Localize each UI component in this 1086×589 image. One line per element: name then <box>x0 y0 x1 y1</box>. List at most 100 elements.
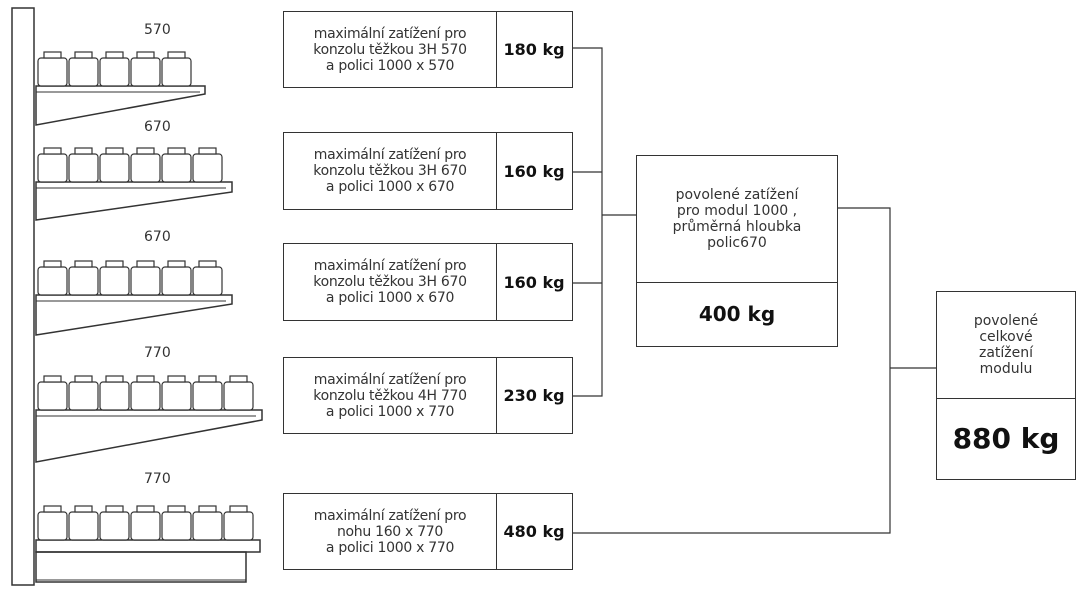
shelf-depth-label-1: 570 <box>144 22 171 38</box>
module-load-value: 400 kg <box>698 302 776 326</box>
jar-lid-icon <box>43 147 62 155</box>
module-load-label: povolené zatížení pro modul 1000 , průmě… <box>637 156 837 283</box>
jar-lid-icon <box>43 505 62 513</box>
load-box-shelf-3: maximální zatížení pro konzolu těžkou 3H… <box>283 243 573 321</box>
shelf-1 <box>35 51 206 126</box>
module-load-box: povolené zatížení pro modul 1000 , průmě… <box>636 155 838 347</box>
jar-icon <box>161 381 192 411</box>
jar-lid-icon <box>229 375 248 383</box>
shelf-2 <box>35 147 233 221</box>
load-box-shelf-4: maximální zatížení pro konzolu těžkou 4H… <box>283 357 573 434</box>
shelf-3-products <box>37 260 223 296</box>
load-value: 230 kg <box>503 386 565 405</box>
jar-lid-icon <box>167 375 186 383</box>
load-description: maximální zatížení pro konzolu těžkou 3H… <box>284 244 497 320</box>
jar-icon <box>223 511 254 541</box>
jar-icon <box>37 57 68 87</box>
load-value: 160 kg <box>503 161 565 181</box>
jar-icon <box>192 381 223 411</box>
jar-icon <box>68 511 99 541</box>
jar-lid-icon <box>43 375 62 383</box>
jar-icon <box>192 511 223 541</box>
shelf-2-products <box>37 147 223 183</box>
jar-lid-icon <box>74 147 93 155</box>
shelf-1-products <box>37 51 192 87</box>
jar-icon <box>161 266 192 296</box>
jar-icon <box>99 511 130 541</box>
shelf-3 <box>35 260 233 336</box>
jar-lid-icon <box>105 147 124 155</box>
jar-icon <box>37 266 68 296</box>
jar-icon <box>99 153 130 183</box>
jar-lid-icon <box>198 147 217 155</box>
jar-icon <box>68 57 99 87</box>
load-description: maximální zatížení pro konzolu těžkou 3H… <box>284 133 497 209</box>
jar-icon <box>161 57 192 87</box>
shelf-depth-label-3: 670 <box>144 229 171 245</box>
load-description: maximální zatížení pro konzolu těžkou 3H… <box>284 12 497 87</box>
jar-lid-icon <box>74 375 93 383</box>
jar-icon <box>99 381 130 411</box>
load-box-shelf-2: maximální zatížení pro konzolu těžkou 3H… <box>283 132 573 210</box>
jar-icon <box>99 266 130 296</box>
jar-lid-icon <box>136 147 155 155</box>
jar-lid-icon <box>198 505 217 513</box>
load-value: 480 kg <box>503 522 565 541</box>
jar-lid-icon <box>167 260 186 268</box>
load-box-shelf-1: maximální zatížení pro konzolu těžkou 3H… <box>283 11 573 88</box>
jar-icon <box>130 266 161 296</box>
total-load-label: povolené celkové zatížení modulu <box>937 292 1075 399</box>
jar-icon <box>223 381 254 411</box>
jar-lid-icon <box>43 51 62 59</box>
jar-lid-icon <box>105 260 124 268</box>
load-box-base: maximální zatížení pro nohu 160 x 770 a … <box>283 493 573 570</box>
total-load-box: povolené celkové zatížení modulu 880 kg <box>936 291 1076 480</box>
jar-icon <box>130 381 161 411</box>
shelf-depth-label-2: 670 <box>144 119 171 135</box>
jar-lid-icon <box>136 375 155 383</box>
jar-icon <box>192 153 223 183</box>
jar-lid-icon <box>136 51 155 59</box>
jar-lid-icon <box>167 505 186 513</box>
jar-lid-icon <box>105 51 124 59</box>
connector-lines <box>573 47 936 534</box>
load-value: 180 kg <box>503 40 565 59</box>
jar-icon <box>68 266 99 296</box>
shelf-5-products <box>37 505 254 541</box>
jar-lid-icon <box>43 260 62 268</box>
jar-icon <box>37 153 68 183</box>
shelf-depth-label-4: 770 <box>144 345 171 361</box>
jar-lid-icon <box>105 375 124 383</box>
jar-icon <box>161 511 192 541</box>
upright-post <box>11 7 35 586</box>
jar-icon <box>37 511 68 541</box>
jar-icon <box>99 57 130 87</box>
jar-lid-icon <box>74 260 93 268</box>
jar-icon <box>161 153 192 183</box>
shelf-4 <box>35 375 263 463</box>
shelf-4-products <box>37 375 254 411</box>
shelf-depth-label-5: 770 <box>144 471 171 487</box>
jar-lid-icon <box>136 260 155 268</box>
jar-lid-icon <box>167 51 186 59</box>
jar-lid-icon <box>229 505 248 513</box>
jar-icon <box>130 57 161 87</box>
jar-icon <box>68 381 99 411</box>
shelf-5-base <box>35 505 261 583</box>
jar-icon <box>130 153 161 183</box>
jar-lid-icon <box>198 375 217 383</box>
jar-icon <box>192 266 223 296</box>
total-load-value: 880 kg <box>952 422 1060 455</box>
jar-lid-icon <box>74 505 93 513</box>
jar-lid-icon <box>74 51 93 59</box>
jar-lid-icon <box>167 147 186 155</box>
jar-icon <box>130 511 161 541</box>
jar-lid-icon <box>105 505 124 513</box>
jar-icon <box>37 381 68 411</box>
load-description: maximální zatížení pro konzolu těžkou 4H… <box>284 358 497 433</box>
load-description: maximální zatížení pro nohu 160 x 770 a … <box>284 494 497 569</box>
jar-lid-icon <box>136 505 155 513</box>
jar-lid-icon <box>198 260 217 268</box>
